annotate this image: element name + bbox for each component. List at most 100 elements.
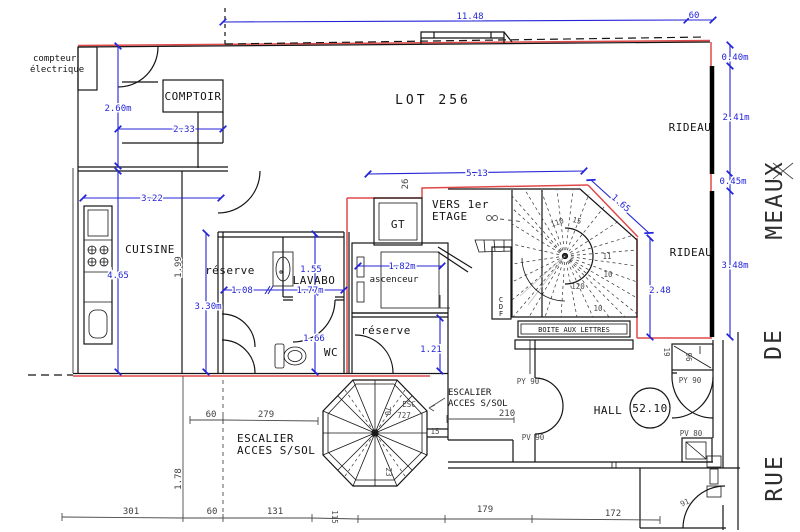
step-num-e: 120 bbox=[571, 282, 585, 291]
step-num-d: 10 bbox=[603, 270, 613, 279]
pdim-210: 210 bbox=[499, 409, 515, 419]
room-labels: compteur électrique COMPTOIR LOT 256 RID… bbox=[30, 54, 712, 457]
dim-reserve-height: 3.30m bbox=[194, 302, 221, 312]
lot-label: LOT 256 bbox=[395, 93, 471, 108]
pdim-279: 279 bbox=[258, 410, 274, 420]
pdim-178: 1.78 bbox=[174, 468, 184, 490]
toilet-bowl bbox=[283, 346, 307, 366]
dim-reserve2-height: 1.21 bbox=[420, 345, 442, 355]
lavabo-basin bbox=[275, 256, 291, 282]
dim-elevator-width: 1.82m bbox=[388, 262, 415, 272]
compteur-label-line2: électrique bbox=[30, 64, 84, 75]
comptoir-label: COMPTOIR bbox=[165, 90, 222, 103]
step-num-c: 11 bbox=[602, 252, 611, 261]
doors bbox=[117, 46, 726, 529]
compteur-label-line1: compteur bbox=[33, 54, 77, 64]
lavabo-console bbox=[272, 251, 294, 287]
pdim-15: 15 bbox=[430, 427, 439, 436]
boite-aux-lettres-label: BOITE AUX LETTRES bbox=[538, 326, 610, 334]
cdf-letter-d: D bbox=[499, 303, 503, 311]
escalier-right-line2: ACCES S/SOL bbox=[448, 399, 508, 409]
bathroom-fixtures bbox=[272, 251, 307, 369]
sink bbox=[88, 309, 108, 339]
pencil-labels: 60 279 210 15 70 23 727 301 60 131 115 1… bbox=[122, 347, 693, 524]
step-num-f: 10 bbox=[593, 304, 603, 313]
dim-right-2: 2.41m bbox=[722, 113, 749, 123]
reserve-right-label: réserve bbox=[361, 324, 411, 337]
pdim-172: 172 bbox=[605, 509, 621, 519]
gt-label: GT bbox=[391, 218, 405, 231]
lavabo-label: LAVABO bbox=[293, 274, 336, 287]
dim-stair-width: 5.13 bbox=[466, 169, 488, 179]
step-num-a: 110 bbox=[549, 216, 565, 229]
street-rue: RUE bbox=[762, 454, 788, 502]
reserve-left-label: réserve bbox=[205, 264, 255, 277]
cdf-letter-c: C bbox=[499, 296, 503, 304]
hall-number: 52.10 bbox=[632, 402, 668, 415]
dim-wc-height: 1.66 bbox=[303, 334, 325, 344]
dim-stair-height: 2.48 bbox=[649, 286, 671, 296]
ascenceur-label: ascenceur bbox=[370, 275, 419, 285]
pdim-131: 131 bbox=[267, 507, 283, 517]
walls bbox=[28, 8, 794, 530]
dimension-labels: 11.48 60 2.60m 2.33 3.22 4.65 1.99 3.30m… bbox=[103, 10, 751, 357]
escalier-left-line2: ACCES S/SOL bbox=[237, 444, 315, 457]
rideau-bottom-label: RIDEAU bbox=[670, 246, 713, 259]
street-de: DE bbox=[761, 328, 787, 360]
dim-top-width: 11.48 bbox=[456, 12, 483, 22]
pencil-dimension-lines bbox=[61, 414, 661, 525]
dim-right-1: 0.40m bbox=[721, 53, 748, 63]
dim-kitchen-height: 4.65 bbox=[107, 271, 129, 281]
pdim-179: 179 bbox=[477, 505, 493, 515]
kitchen-fixtures bbox=[83, 205, 113, 345]
dim-kitchen-width: 3.22 bbox=[141, 194, 163, 204]
dim-lavabo-width: 1.77m bbox=[296, 286, 323, 296]
pdim-70: 70 bbox=[383, 406, 392, 416]
landing-annotation bbox=[486, 215, 525, 223]
escalier-left-line1: ESCALIER bbox=[237, 432, 294, 445]
pdim-23: 23 bbox=[384, 467, 393, 476]
pdim-115: 115 bbox=[330, 510, 339, 524]
step-num-b: 15 bbox=[571, 215, 582, 226]
pdim-301: 301 bbox=[123, 507, 139, 517]
dim-lavabo-height: 1.55 bbox=[300, 265, 322, 275]
pdim-60-lower: 60 bbox=[207, 507, 218, 517]
cdf-letter-f: F bbox=[499, 310, 503, 318]
pdim-91: 91 bbox=[679, 497, 691, 509]
street-name: MEAUX DE RUE bbox=[761, 160, 788, 501]
toilet-tank bbox=[274, 343, 285, 369]
pdim-96: 96 bbox=[684, 352, 693, 362]
rideau-top-label: RIDEAU bbox=[669, 121, 712, 134]
dim-kitchen-depth: 1.99 bbox=[174, 256, 184, 278]
dimension-lines bbox=[79, 16, 734, 376]
vers-etage-line2: ETAGE bbox=[432, 210, 468, 223]
basement-spiral-stair bbox=[322, 379, 446, 487]
pdim-60-upper: 60 bbox=[206, 410, 217, 420]
cuisine-label: CUISINE bbox=[125, 243, 175, 256]
stove-burners bbox=[87, 245, 109, 267]
hall-label: HALL bbox=[594, 404, 623, 417]
esc-handwritten-label: ESC bbox=[402, 400, 416, 409]
door-tag-pv90-left: PV 90 bbox=[522, 433, 545, 442]
hall-number-circle bbox=[629, 387, 671, 429]
door-tag-pv80-right: PV 80 bbox=[680, 429, 703, 438]
dim-stair-diag: 1.65 bbox=[609, 193, 632, 215]
pdim-19: 19 bbox=[662, 347, 671, 356]
dim-notch: 26 bbox=[401, 179, 411, 190]
door-tag-py90-left: PY 90 bbox=[517, 377, 540, 386]
escalier-right-line1: ESCALIER bbox=[448, 388, 492, 398]
door-tag-py90-right: PY 90 bbox=[679, 376, 702, 385]
wc-label: WC bbox=[324, 346, 338, 359]
dim-right-3: 0.45m bbox=[719, 177, 746, 187]
street-meaux: MEAUX bbox=[762, 160, 788, 239]
pdim-727: 727 bbox=[397, 411, 411, 420]
main-spiral-stair bbox=[511, 189, 638, 318]
dim-comptoir-width: 2.33 bbox=[173, 125, 195, 135]
dim-reserve-width: 1.08 bbox=[231, 286, 253, 296]
dim-left-upper: 2.60m bbox=[104, 104, 131, 114]
vers-etage-line1: VERS 1er bbox=[432, 198, 489, 211]
dim-top-seg: 60 bbox=[689, 11, 700, 21]
door-tags: PY 90 PV 90 PY 90 PV 80 bbox=[517, 376, 703, 442]
